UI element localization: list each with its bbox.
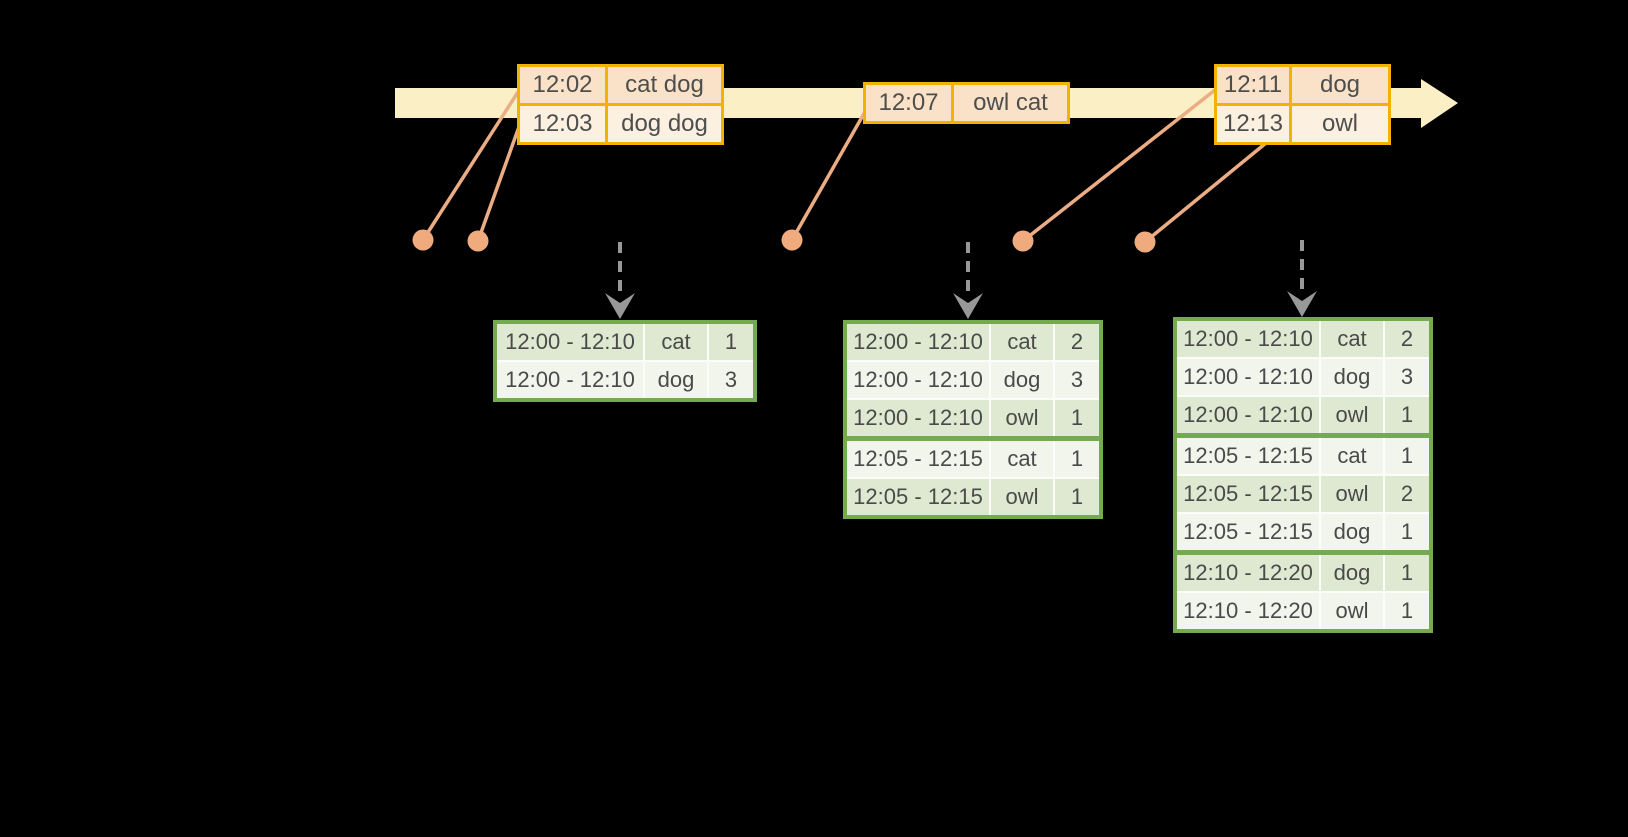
window-cell: 12:00 - 12:10 — [497, 362, 643, 398]
result-row: 12:05 - 12:15 cat 1 — [847, 441, 1099, 477]
event-time: 12:07 — [866, 85, 951, 121]
result-row: 12:00 - 12:10 dog 3 — [497, 362, 753, 398]
result-row: 12:05 - 12:15 cat 1 — [1177, 438, 1429, 474]
count-cell: 2 — [1385, 476, 1429, 512]
event-box-1211-1213: 12:11 dog 12:13 owl — [1214, 64, 1391, 145]
trigger-arrow-head — [953, 293, 983, 319]
result-row: 12:10 - 12:20 dog 1 — [1177, 555, 1429, 591]
result-table-1: 12:00 - 12:10 cat 1 12:00 - 12:10 dog 3 — [493, 320, 757, 402]
event-connector-line — [1021, 88, 1217, 243]
word-cell: cat — [991, 324, 1053, 360]
window-cell: 12:05 - 12:15 — [1177, 476, 1319, 512]
event-connector-line — [790, 109, 868, 241]
event-connector-lines — [421, 88, 1268, 244]
result-table-2: 12:00 - 12:10 cat 2 12:00 - 12:10 dog 3 … — [843, 320, 1103, 519]
count-cell: 1 — [1385, 593, 1429, 629]
event-time: 12:11 — [1217, 67, 1289, 103]
event-words: dog dog — [608, 106, 721, 142]
word-cell: dog — [1321, 514, 1383, 550]
result-row: 12:05 - 12:15 owl 1 — [847, 479, 1099, 515]
count-cell: 1 — [1055, 441, 1099, 477]
count-cell: 2 — [1055, 324, 1099, 360]
window-cell: 12:00 - 12:10 — [847, 324, 989, 360]
event-dots — [412, 229, 1156, 253]
window-cell: 12:00 - 12:10 — [1177, 397, 1319, 433]
trigger-arrow-head — [605, 293, 635, 319]
event-time: 12:03 — [520, 106, 605, 142]
count-cell: 1 — [1385, 438, 1429, 474]
window-cell: 12:00 - 12:10 — [497, 324, 643, 360]
count-cell: 1 — [1055, 479, 1099, 515]
word-cell: owl — [1321, 476, 1383, 512]
event-box-1207: 12:07 owl cat — [863, 82, 1070, 124]
word-cell: owl — [991, 479, 1053, 515]
result-row: 12:00 - 12:10 cat 2 — [1177, 321, 1429, 357]
word-cell: dog — [1321, 555, 1383, 591]
word-cell: cat — [1321, 321, 1383, 357]
count-cell: 3 — [1385, 359, 1429, 395]
result-table-3: 12:00 - 12:10 cat 2 12:00 - 12:10 dog 3 … — [1173, 317, 1433, 633]
count-cell: 1 — [1055, 400, 1099, 436]
result-row: 12:00 - 12:10 cat 2 — [847, 324, 1099, 360]
event-dot — [467, 230, 489, 252]
event-connector-line — [476, 123, 522, 242]
window-group-separator — [1177, 433, 1429, 438]
event-dot — [412, 229, 434, 251]
result-row: 12:00 - 12:10 cat 1 — [497, 324, 753, 360]
event-dot — [1012, 230, 1034, 252]
window-cell: 12:00 - 12:10 — [847, 362, 989, 398]
result-row: 12:00 - 12:10 dog 3 — [1177, 359, 1429, 395]
event-connector-line — [1143, 141, 1268, 244]
event-words: owl — [1292, 106, 1388, 142]
word-cell: cat — [1321, 438, 1383, 474]
event-dot — [1134, 231, 1156, 253]
result-row: 12:00 - 12:10 dog 3 — [847, 362, 1099, 398]
event-words: cat dog — [608, 67, 721, 103]
word-cell: cat — [991, 441, 1053, 477]
event-words: owl cat — [954, 85, 1067, 121]
word-cell: owl — [1321, 397, 1383, 433]
result-row: 12:00 - 12:10 owl 1 — [847, 400, 1099, 436]
event-box-1202-1203: 12:02 cat dog 12:03 dog dog — [517, 64, 724, 145]
window-cell: 12:05 - 12:15 — [1177, 438, 1319, 474]
count-cell: 2 — [1385, 321, 1429, 357]
window-group-separator — [1177, 550, 1429, 555]
event-words: dog — [1292, 67, 1388, 103]
window-cell: 12:00 - 12:10 — [847, 400, 989, 436]
window-cell: 12:10 - 12:20 — [1177, 593, 1319, 629]
word-cell: dog — [1321, 359, 1383, 395]
count-cell: 3 — [709, 362, 753, 398]
count-cell: 1 — [1385, 397, 1429, 433]
result-row: 12:05 - 12:15 dog 1 — [1177, 514, 1429, 550]
trigger-arrows — [605, 240, 1317, 319]
word-cell: owl — [1321, 593, 1383, 629]
result-row: 12:00 - 12:10 owl 1 — [1177, 397, 1429, 433]
count-cell: 3 — [1055, 362, 1099, 398]
count-cell: 1 — [709, 324, 753, 360]
window-cell: 12:10 - 12:20 — [1177, 555, 1319, 591]
window-cell: 12:05 - 12:15 — [847, 479, 989, 515]
word-cell: owl — [991, 400, 1053, 436]
window-cell: 12:00 - 12:10 — [1177, 321, 1319, 357]
result-row: 12:05 - 12:15 owl 2 — [1177, 476, 1429, 512]
event-time: 12:13 — [1217, 106, 1289, 142]
count-cell: 1 — [1385, 555, 1429, 591]
event-dot — [781, 229, 803, 251]
window-cell: 12:05 - 12:15 — [1177, 514, 1319, 550]
count-cell: 1 — [1385, 514, 1429, 550]
result-row: 12:10 - 12:20 owl 1 — [1177, 593, 1429, 629]
event-time: 12:02 — [520, 67, 605, 103]
word-cell: dog — [645, 362, 707, 398]
trigger-arrow-head — [1287, 291, 1317, 317]
event-connector-line — [421, 91, 520, 241]
word-cell: cat — [645, 324, 707, 360]
window-cell: 12:00 - 12:10 — [1177, 359, 1319, 395]
word-cell: dog — [991, 362, 1053, 398]
window-cell: 12:05 - 12:15 — [847, 441, 989, 477]
window-group-separator — [847, 436, 1099, 441]
